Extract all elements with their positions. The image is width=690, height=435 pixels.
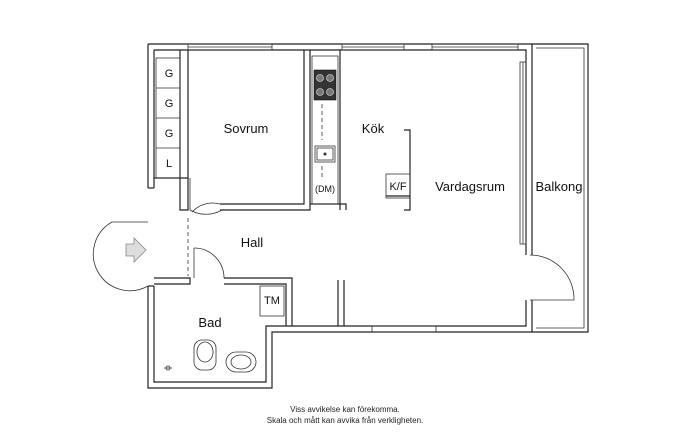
room-label-balkong: Balkong (536, 179, 583, 194)
entrance-arrow-icon (125, 237, 147, 263)
disclaimer-line-1: Viss avvikelse kan förekomma. (290, 405, 400, 414)
washing-machine-label: TM (264, 295, 280, 307)
bathroom-fixtures (164, 339, 257, 373)
room-label-kok: Kök (362, 121, 385, 136)
wardrobe-label-4: L (166, 158, 172, 170)
disclaimer-line-2: Skala och mått kan avvika från verklighe… (266, 416, 424, 425)
disclaimer: Viss avvikelse kan förekomma. Skala och … (0, 404, 690, 426)
dishwasher-label: (DM) (315, 184, 335, 194)
room-label-hall: Hall (241, 235, 264, 250)
doors (92, 178, 575, 301)
wardrobe-label-1: G (165, 68, 174, 80)
wardrobe-stack (155, 57, 181, 179)
kitchen-counter (311, 55, 339, 205)
room-label-sovrum: Sovrum (224, 121, 269, 136)
balcony (532, 43, 589, 333)
room-label-vardagsrum: Vardagsrum (435, 179, 505, 194)
wardrobe-label-2: G (165, 98, 174, 110)
fridge-freezer-label: K/F (389, 181, 406, 193)
windows (187, 43, 527, 333)
interior-walls (154, 50, 411, 326)
wardrobe-label-3: G (165, 128, 174, 140)
washing-machine (259, 285, 285, 317)
fridge-freezer (385, 173, 411, 199)
room-label-bad: Bad (198, 315, 221, 330)
